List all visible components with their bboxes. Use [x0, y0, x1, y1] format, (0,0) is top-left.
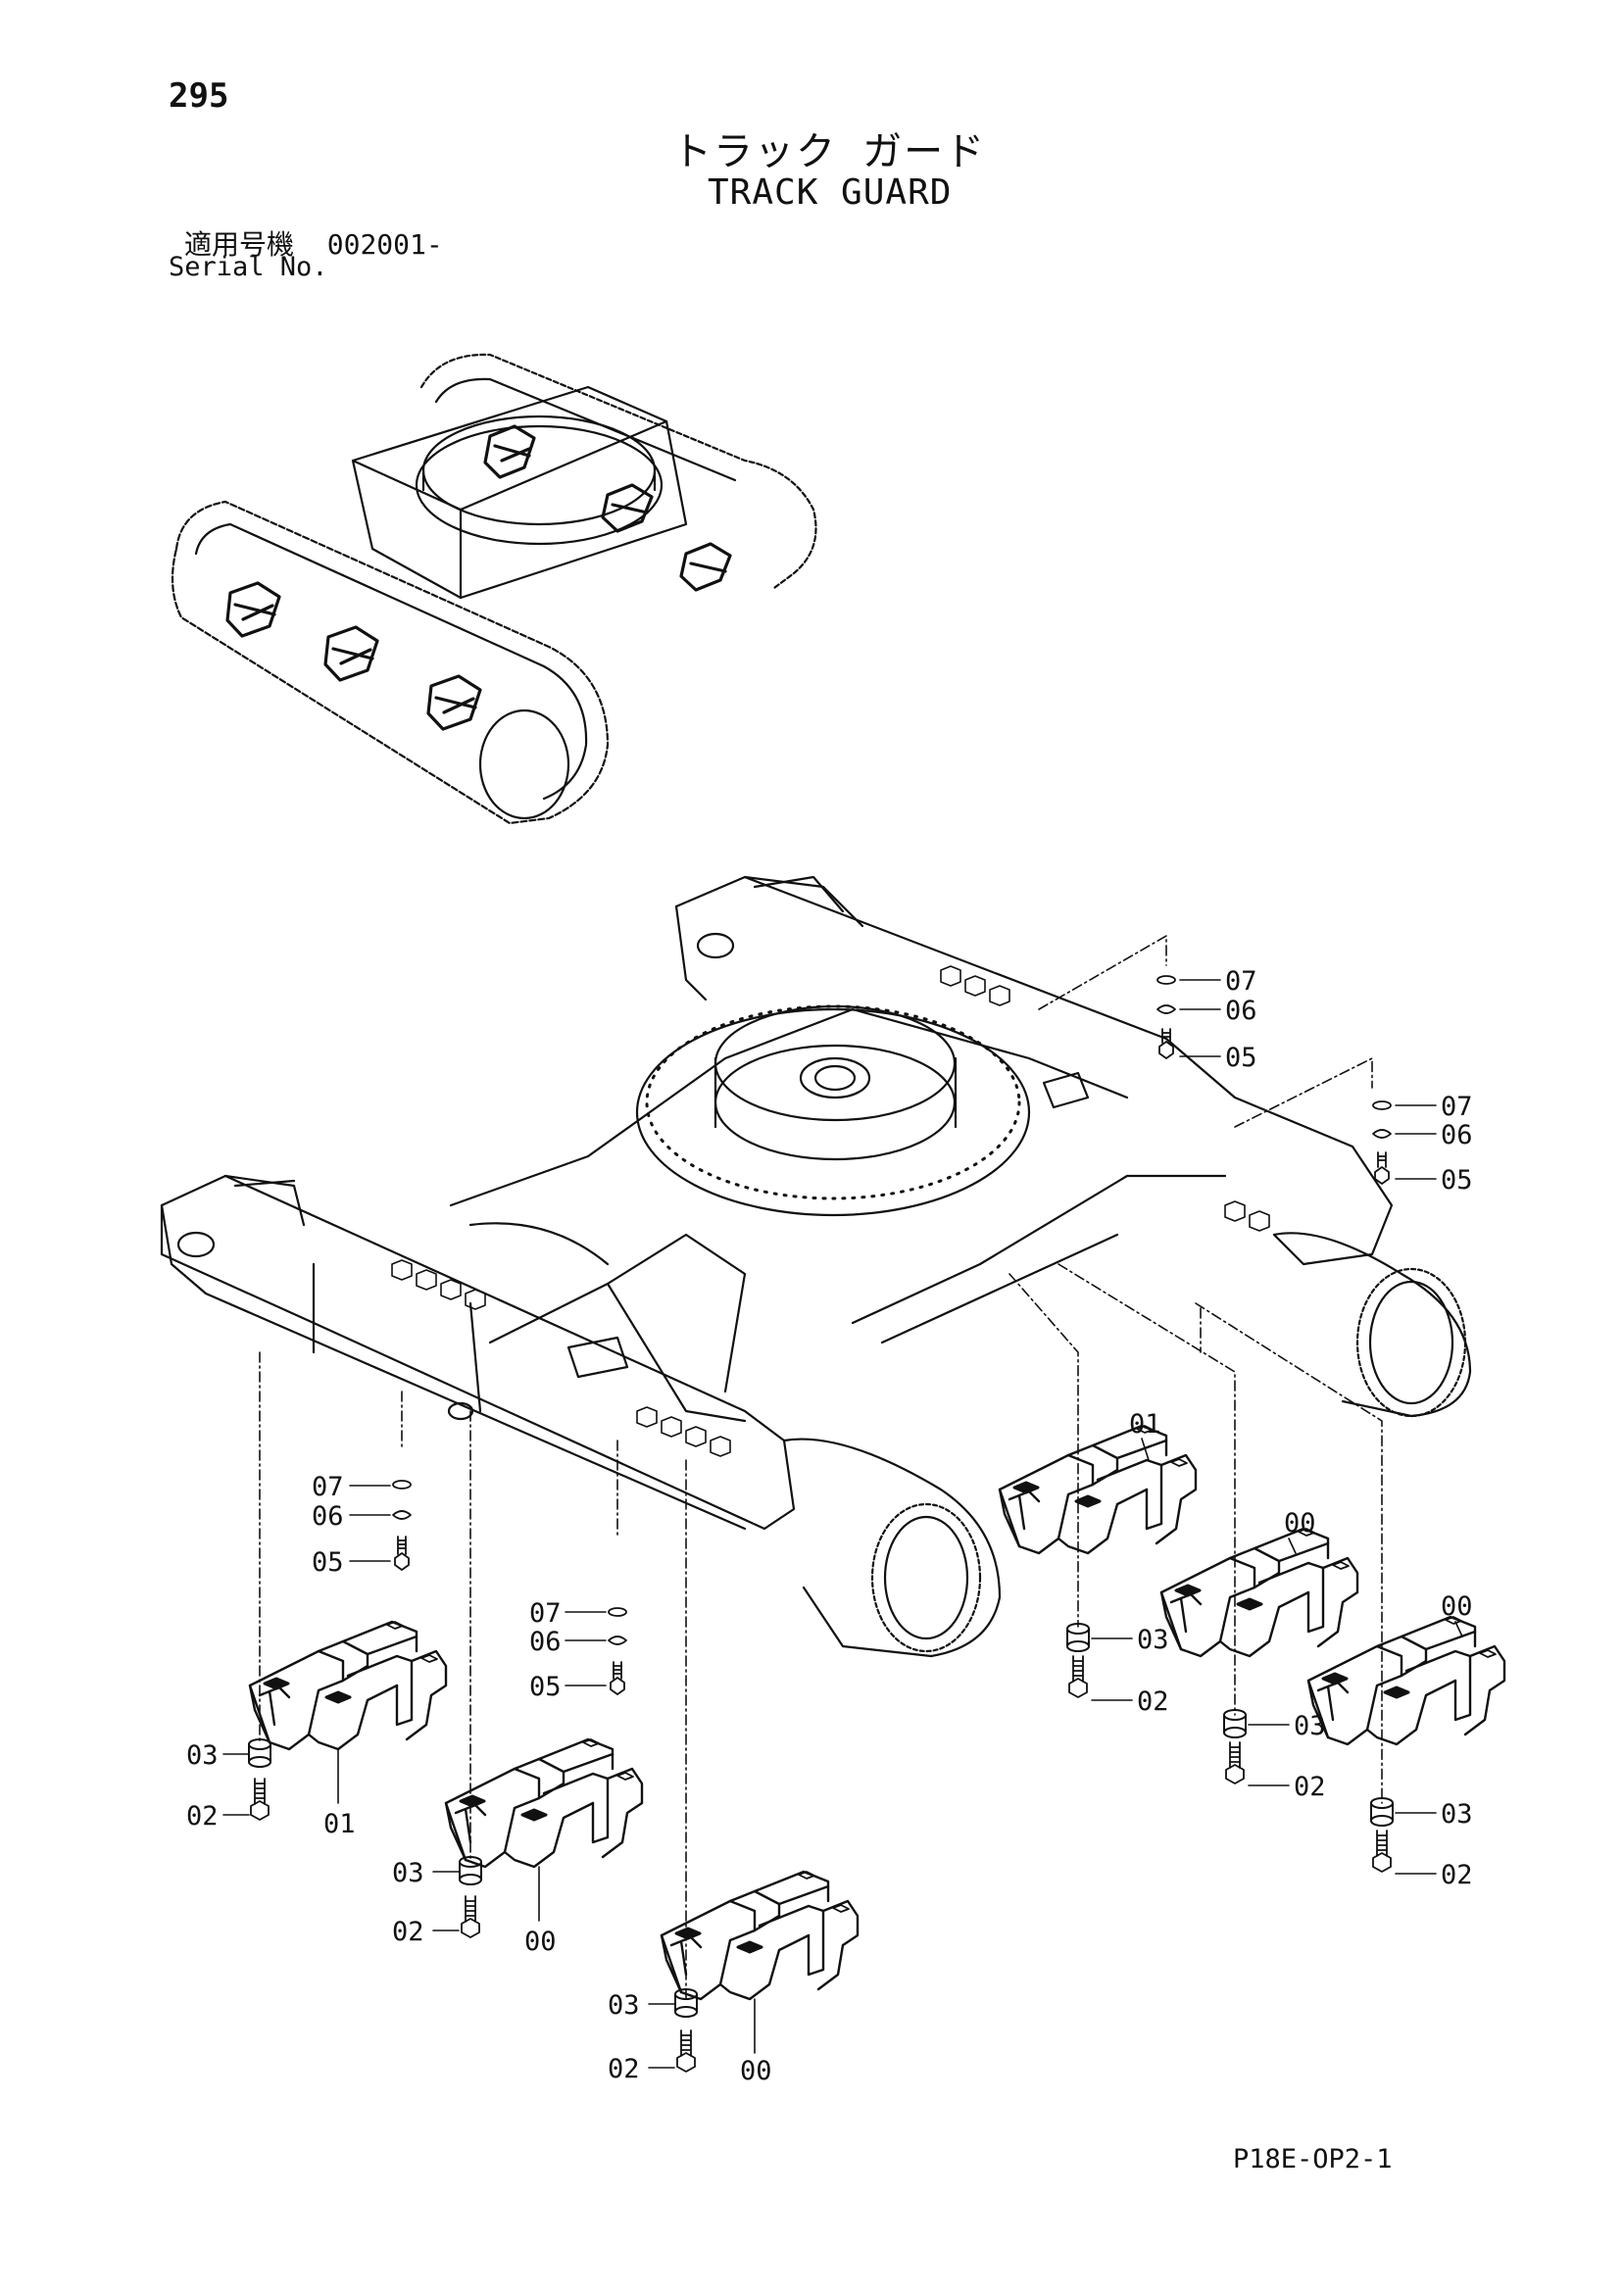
callout-c6: 05 — [1441, 1165, 1473, 1196]
callout-c28: 03 — [608, 1990, 640, 2021]
callout-c8: 06 — [312, 1501, 344, 1532]
callout-c17: 03 — [1294, 1711, 1326, 1741]
callout-c27: 00 — [524, 1927, 557, 1957]
callout-c4: 07 — [1441, 1092, 1473, 1122]
callout-c3: 05 — [1225, 1043, 1257, 1073]
callout-c2: 06 — [1225, 996, 1257, 1026]
callout-c22: 03 — [186, 1740, 219, 1771]
track-frame — [160, 875, 1472, 1658]
leader-lines — [259, 935, 1383, 2000]
callout-labels: 07 06 05 07 06 05 07 06 05 07 06 05 01 0… — [186, 966, 1473, 2086]
serial-label-japanese: 適用号機 002001- — [184, 223, 443, 263]
title-english: TRACK GUARD — [708, 172, 953, 213]
callout-lines — [222, 979, 1463, 2069]
callout-c26: 02 — [392, 1917, 424, 1947]
hardware-stack-left — [392, 1480, 412, 1571]
callout-c14: 03 — [1137, 1625, 1169, 1655]
track-guard-01-left — [247, 1620, 448, 1822]
page-number: 295 — [169, 76, 229, 116]
callout-c20: 03 — [1441, 1799, 1473, 1830]
hardware-stack-upper-right-2 — [1372, 1100, 1392, 1185]
undercarriage-overview — [171, 353, 817, 825]
callout-c10: 07 — [529, 1598, 562, 1629]
track-guard-01-right — [998, 1424, 1198, 1699]
callout-c9: 05 — [312, 1547, 344, 1578]
serial-value: 002001- — [326, 228, 443, 261]
callout-c12: 05 — [529, 1672, 562, 1702]
callout-c7: 07 — [312, 1472, 344, 1502]
callout-c23: 02 — [186, 1801, 219, 1832]
callout-c29: 02 — [608, 2054, 640, 2084]
callout-c16: 00 — [1284, 1508, 1316, 1539]
callout-c18: 02 — [1294, 1772, 1326, 1802]
callout-c5: 06 — [1441, 1120, 1473, 1150]
title-japanese: トラック ガード — [672, 129, 987, 174]
callout-c19: 00 — [1441, 1591, 1473, 1622]
serial-label-english: Serial No. — [169, 252, 328, 282]
callout-c30: 00 — [740, 2056, 772, 2086]
track-guard-00-right-end — [1306, 1615, 1506, 1874]
callout-c25: 03 — [392, 1858, 424, 1888]
callout-c15: 02 — [1137, 1686, 1169, 1717]
serial-label-jp-text: 適用号機 — [184, 228, 295, 261]
track-guard-00-right-mid — [1159, 1527, 1359, 1785]
callout-c13: 01 — [1129, 1409, 1161, 1440]
track-guard-00-left-mid — [444, 1737, 644, 1939]
callout-c11: 06 — [529, 1627, 562, 1657]
hardware-stack-upper-right-1 — [1156, 975, 1176, 1059]
callout-c1: 07 — [1225, 966, 1257, 997]
track-guard-00-left-end — [660, 1870, 860, 2074]
callout-c21: 02 — [1441, 1860, 1473, 1890]
hardware-stack-center — [608, 1607, 627, 1695]
callout-c24: 01 — [323, 1809, 356, 1839]
drawing-code: P18E-OP2-1 — [1233, 2144, 1393, 2174]
